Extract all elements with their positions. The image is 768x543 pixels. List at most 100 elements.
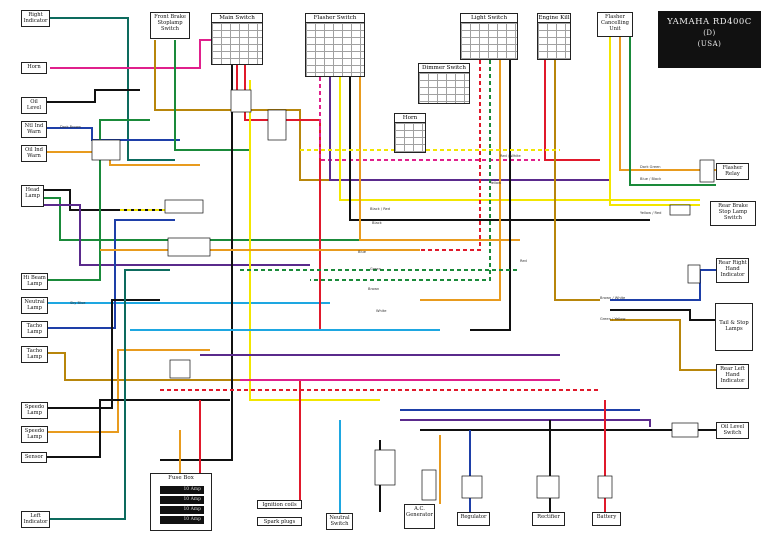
- wire-1: [50, 39, 230, 69]
- connector-5: [267, 109, 287, 141]
- oil-warn-box: Oil Ind Warn: [21, 145, 47, 162]
- wire-13: [48, 349, 210, 433]
- wire-36: [610, 269, 716, 301]
- neutral-warn-box: Ntl Ind Warn: [21, 121, 47, 138]
- wire-15: [50, 269, 170, 520]
- connector-14: [671, 422, 699, 438]
- rear-right-ind-label: Rear Right Hand Indicator: [718, 260, 747, 278]
- tacho-lamp-2-label: Tacho Lamp: [26, 348, 43, 360]
- rear-left-ind-box: Rear Left Hand Indicator: [716, 364, 749, 389]
- wire-label-9: Blue: [358, 250, 367, 254]
- speedo-lamp-1-box: Speedo Lamp: [21, 402, 48, 419]
- left-indicator-label: Left Indicator: [23, 513, 48, 525]
- sensor-label: Sensor: [24, 454, 44, 460]
- head-lamp-label: Head Lamp: [25, 187, 40, 199]
- connector-10: [597, 475, 613, 499]
- horn-box: Horn: [21, 62, 47, 74]
- wire-26: [359, 77, 520, 241]
- tacho-lamp-2-box: Tacho Lamp: [21, 346, 48, 363]
- oil-level-switch-label: Oil Level Switch: [720, 424, 745, 436]
- tacho-lamp-1-box: Tacho Lamp: [21, 321, 48, 338]
- wire-8: [48, 119, 150, 281]
- ac-generator-label: A.C. Generator: [406, 506, 433, 518]
- dimmer-switch-label: Dimmer Switch: [419, 64, 469, 73]
- connector-4: [230, 89, 252, 113]
- spark-plugs-label: Spark plugs: [263, 519, 296, 525]
- main-switch-table: Main Switch: [211, 13, 263, 65]
- wire-label-8: Red: [520, 259, 527, 263]
- wire-17: [174, 40, 250, 151]
- wire-6: [44, 197, 380, 241]
- wire-10: [48, 219, 175, 329]
- wire-34: [619, 37, 716, 171]
- flasher-relay-label: Flasher Relay: [722, 165, 743, 177]
- connector-1: [164, 199, 204, 214]
- oil-level-box: Oil Level: [21, 97, 47, 114]
- oil-level-switch-box: Oil Level Switch: [716, 422, 749, 439]
- rear-brake-label: Rear Brake Stop Lamp Switch: [718, 203, 748, 221]
- wire-31: [544, 60, 600, 161]
- neutral-lamp-box: Neutral Lamp: [21, 297, 48, 314]
- tail-stop-box: Tail & Stop Lamps: [715, 303, 753, 351]
- wire-label-4: Red / White: [500, 154, 522, 158]
- oil-warn-label: Oil Ind Warn: [25, 147, 43, 159]
- wire-label-5: Sky Blue: [70, 301, 86, 305]
- wire-label-2: Brown: [368, 287, 379, 291]
- fuse-3: 10 Amp: [160, 506, 204, 514]
- head-lamp-box: Head Lamp: [21, 185, 44, 207]
- wire-28: [310, 60, 491, 281]
- wire-3: [47, 127, 180, 141]
- connector-0: [91, 139, 121, 161]
- wire-label-11: Dark Green: [640, 165, 661, 169]
- front-brake-box: Front Brake Stoplamp Switch: [150, 12, 190, 39]
- wire-label-10: White: [376, 309, 387, 313]
- hi-beam-label: Hi Beam Lamp: [23, 275, 46, 287]
- connector-11: [699, 159, 715, 183]
- battery-box: Battery: [592, 512, 621, 526]
- flasher-cancel-label: Flasher Cancelling Unit: [600, 14, 630, 32]
- horn-label: Horn: [27, 64, 41, 70]
- light-switch-label: Light Switch: [461, 14, 517, 23]
- fuse-box: Fuse Box 10 Amp 10 Amp 10 Amp 10 Amp: [150, 473, 212, 531]
- wire-label-3: Yellow: [490, 181, 501, 185]
- connector-2: [167, 237, 211, 257]
- right-indicator-label: Right Indicator: [23, 12, 48, 24]
- speedo-lamp-2-box: Speedo Lamp: [21, 426, 48, 443]
- regulator-box: Regulator: [457, 512, 490, 526]
- wire-32: [554, 60, 600, 301]
- horn-switch-table: Horn: [394, 113, 426, 153]
- rear-right-ind-box: Rear Right Hand Indicator: [716, 258, 749, 283]
- horn-switch-label: Horn: [395, 114, 425, 123]
- neutral-switch-box: Neutral Switch: [326, 513, 353, 530]
- wire-label-0: Dark Brown: [60, 125, 81, 129]
- rectifier-box: Rectifier: [532, 512, 565, 526]
- right-indicator-box: Right Indicator: [21, 10, 50, 27]
- tail-stop-label: Tail & Stop Lamps: [719, 320, 749, 332]
- wire-12: [48, 299, 160, 409]
- wire-40: [400, 419, 651, 427]
- connector-13: [687, 264, 701, 284]
- neutral-warn-label: Ntl Ind Warn: [24, 123, 44, 135]
- sensor-box: Sensor: [21, 452, 47, 463]
- title-block: YAMAHA RD400C (D) (USA): [658, 11, 761, 68]
- rectifier-label: Rectifier: [537, 514, 560, 520]
- light-switch-table: Light Switch: [460, 13, 518, 60]
- title-market: (USA): [697, 40, 722, 48]
- tacho-lamp-1-label: Tacho Lamp: [26, 323, 43, 335]
- wire-label-15: Green / Yellow: [600, 317, 626, 321]
- rear-left-ind-label: Rear Left Hand Indicator: [720, 366, 745, 384]
- fuse-2: 10 Amp: [160, 496, 204, 504]
- title-model: YAMAHA RD400C: [667, 17, 752, 27]
- wire-23: [329, 77, 610, 181]
- wire-14: [47, 399, 230, 458]
- engine-kill-label: Engine Kill: [538, 15, 570, 23]
- hi-beam-box: Hi Beam Lamp: [21, 273, 48, 290]
- rear-brake-box: Rear Brake Stop Lamp Switch: [710, 201, 756, 226]
- spark-plugs-box: Spark plugs: [257, 517, 302, 526]
- front-brake-label: Front Brake Stoplamp Switch: [154, 14, 186, 32]
- wire-label-1: Black: [372, 221, 383, 225]
- wire-label-13: Yellow / Red: [640, 211, 661, 215]
- connector-3: [169, 359, 191, 379]
- battery-label: Battery: [596, 514, 617, 520]
